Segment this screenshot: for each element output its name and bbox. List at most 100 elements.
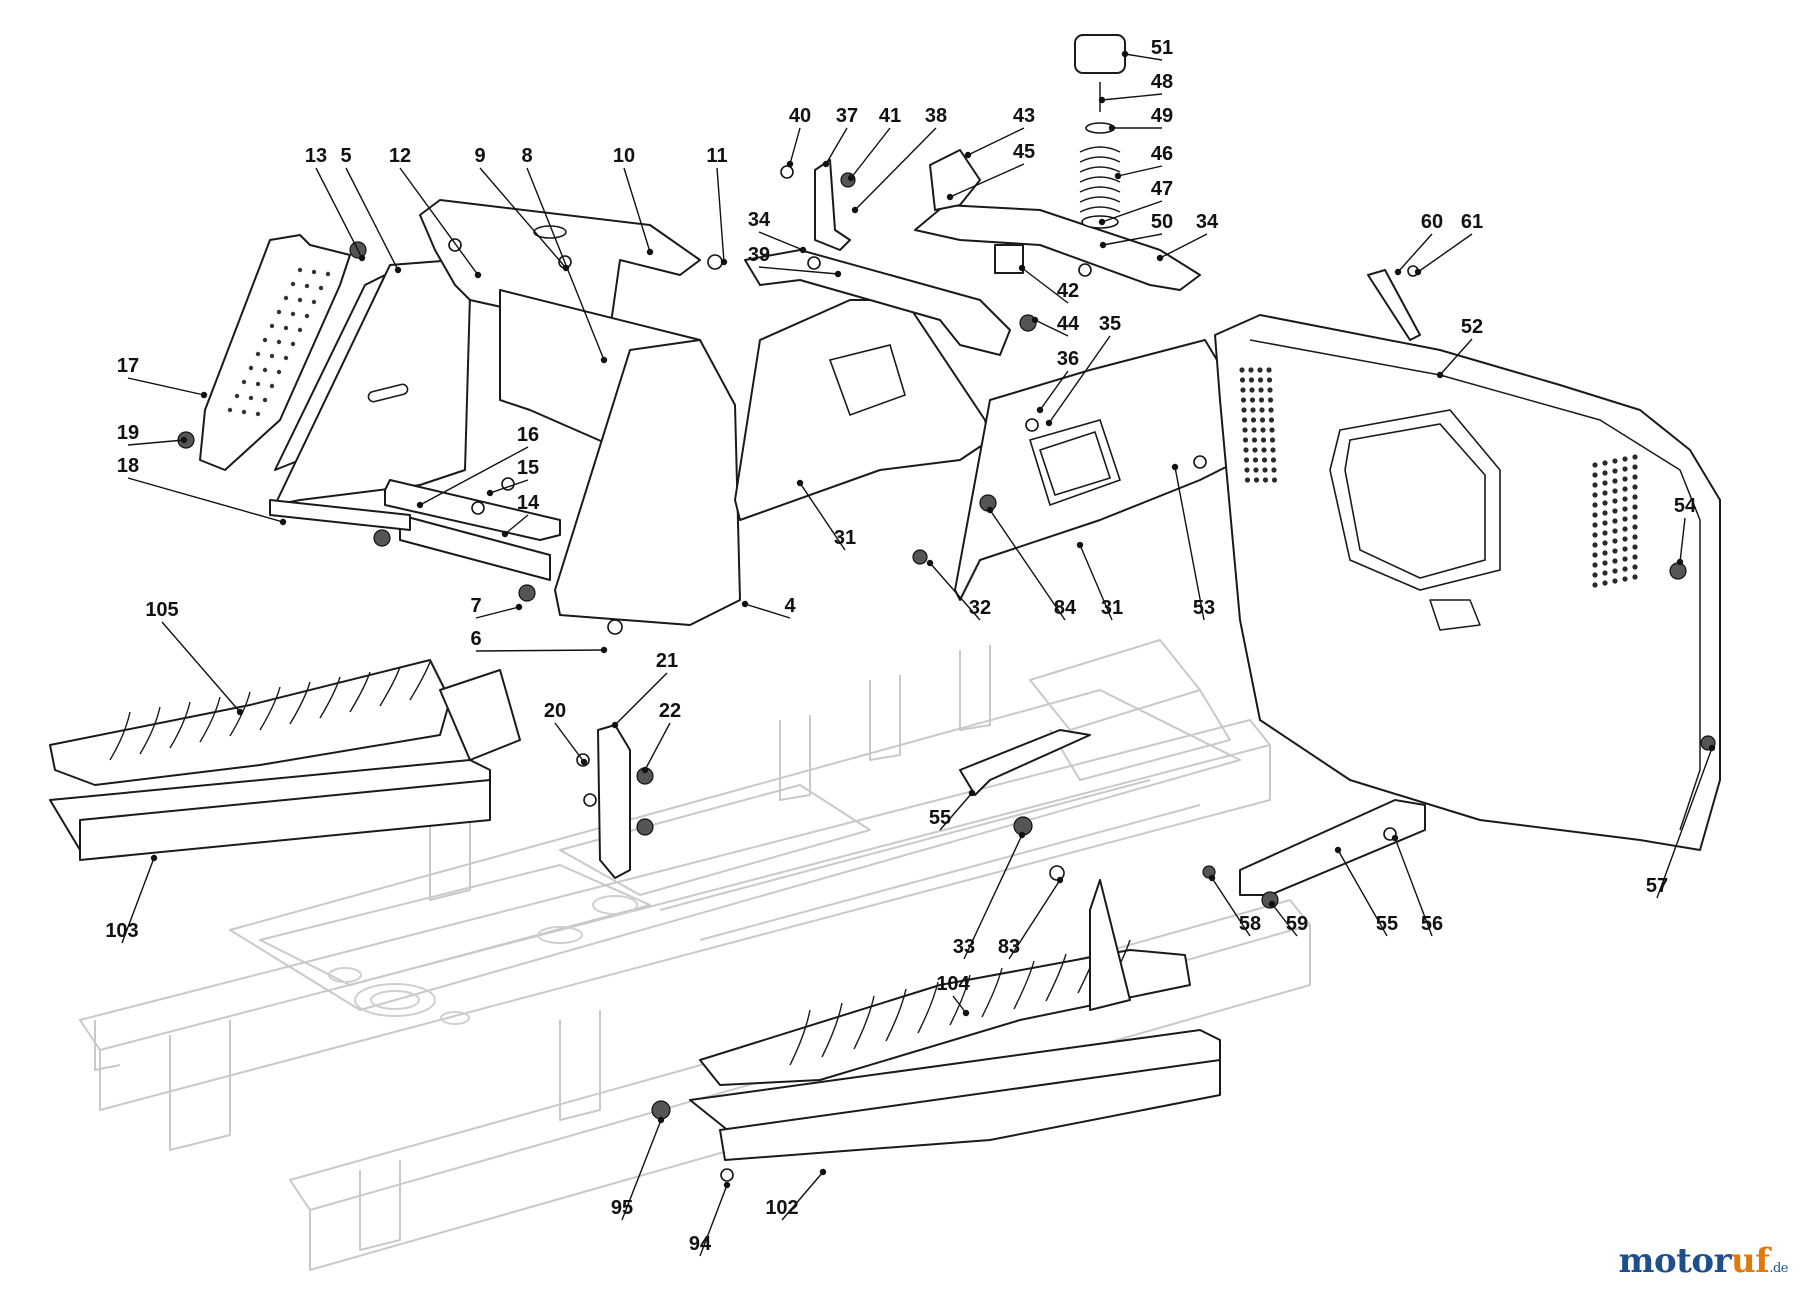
leader-dot-c34a <box>799 246 807 254</box>
part-callout-c14: 14 <box>517 492 540 514</box>
part-callout-c54: 54 <box>1674 495 1697 517</box>
leader-dot-c10 <box>646 248 654 256</box>
part-callout-c102: 102 <box>765 1197 798 1219</box>
seat-side-panel-17 <box>199 234 351 471</box>
leader-dot-c40 <box>786 160 794 168</box>
part-callout-c18: 18 <box>117 455 139 477</box>
leader-dot-c19 <box>180 436 188 444</box>
part-callout-c103: 103 <box>105 920 138 942</box>
leader-line-c34b <box>1159 233 1208 259</box>
leader-line-c31b <box>1079 544 1113 621</box>
bracket-21 <box>597 724 631 879</box>
leader-dot-c5 <box>394 266 402 274</box>
part-callout-c5: 5 <box>340 145 351 167</box>
leader-line-c84 <box>989 509 1066 621</box>
leader-dot-c51 <box>1121 50 1129 58</box>
part-callout-c8: 8 <box>521 145 532 167</box>
support-rail-34-left <box>744 249 1011 356</box>
mount-bracket-37 <box>814 159 851 251</box>
part-callout-c43: 43 <box>1013 105 1035 127</box>
leader-line-c39 <box>758 266 839 275</box>
leader-line-c41 <box>850 127 891 179</box>
footrest-mount-103 <box>49 669 521 861</box>
leader-line-c45 <box>949 163 1025 198</box>
leader-dot-c37 <box>822 160 830 168</box>
leader-line-c5 <box>345 167 399 271</box>
leader-dot-c44 <box>1031 316 1039 324</box>
bracket-60 <box>1367 269 1421 341</box>
leader-dot-c18 <box>279 518 287 526</box>
part-callout-c84: 84 <box>1054 597 1077 619</box>
part-callout-c6: 6 <box>470 628 481 650</box>
leader-line-c9 <box>479 167 567 269</box>
part-callout-c10: 10 <box>613 145 635 167</box>
leader-line-c95 <box>621 1119 662 1221</box>
leader-dot-c39 <box>834 270 842 278</box>
part-callout-c61: 61 <box>1461 211 1483 233</box>
part-callout-c40: 40 <box>789 105 811 127</box>
bracket-55-right <box>1239 799 1426 896</box>
leader-dot-c17 <box>200 391 208 399</box>
leader-dot-c14 <box>501 530 509 538</box>
part-callout-c50: 50 <box>1151 211 1173 233</box>
footrest-104 <box>699 879 1191 1086</box>
part-callout-c31b: 31 <box>1101 597 1123 619</box>
leader-line-c46 <box>1117 165 1163 177</box>
leader-line-c15 <box>489 479 529 494</box>
part-callout-c55b: 55 <box>1376 913 1398 935</box>
part-callout-c34a: 34 <box>748 209 771 231</box>
leader-dot-c54 <box>1676 558 1684 566</box>
leader-line-c34a <box>758 231 804 251</box>
part-callout-c38: 38 <box>925 105 947 127</box>
support-rail-34-right <box>914 204 1201 291</box>
leader-dot-c50 <box>1099 241 1107 249</box>
leader-dot-c38 <box>851 206 859 214</box>
leader-dot-c20 <box>580 758 588 766</box>
watermark-main: motor <box>1618 1241 1732 1281</box>
leader-line-c52 <box>1439 338 1473 376</box>
footrest-105 <box>49 659 451 786</box>
leader-dot-c46 <box>1114 172 1122 180</box>
leader-dot-c55b <box>1334 846 1342 854</box>
leader-line-c56 <box>1394 837 1433 937</box>
part-callout-c16: 16 <box>517 424 539 446</box>
leader-line-c105 <box>161 621 241 713</box>
part-callout-c31a: 31 <box>834 527 856 549</box>
leader-line-c40 <box>789 127 801 165</box>
leader-line-c36 <box>1039 370 1069 411</box>
leader-dot-c105 <box>236 708 244 716</box>
part-callout-c35: 35 <box>1099 313 1121 335</box>
part-callout-c44: 44 <box>1057 313 1080 335</box>
leader-dot-c34b <box>1156 254 1164 262</box>
rear-panel-31-right <box>954 339 1241 601</box>
leader-dot-c15 <box>486 489 494 497</box>
leader-line-c48 <box>1101 93 1163 101</box>
seat-panel-5 <box>274 259 471 506</box>
leader-dot-c22 <box>641 766 649 774</box>
leader-line-c53 <box>1174 466 1205 621</box>
part-callout-c95: 95 <box>611 1197 633 1219</box>
part-callout-c105: 105 <box>145 599 178 621</box>
rear-fender-52 <box>1214 314 1721 851</box>
footrest-mount-102 <box>689 1029 1221 1161</box>
leader-line-c12 <box>399 167 479 276</box>
leader-line-c47 <box>1101 200 1163 223</box>
leader-dot-c31b <box>1076 541 1084 549</box>
leader-line-c11 <box>716 167 725 263</box>
leader-line-c55a <box>939 792 973 831</box>
part-callout-c7: 7 <box>470 595 481 617</box>
part-callout-c47: 47 <box>1151 178 1173 200</box>
leader-line-c14 <box>504 514 529 535</box>
leader-dot-c35 <box>1045 419 1053 427</box>
leader-dot-c49 <box>1108 124 1116 132</box>
leader-line-c21 <box>614 672 668 726</box>
leader-dot-c84 <box>986 506 994 514</box>
leader-line-c7 <box>475 606 520 619</box>
leader-line-c44 <box>1034 319 1069 337</box>
leader-line-c4 <box>744 603 791 619</box>
part-callout-c41: 41 <box>879 105 901 127</box>
leader-dot-c47 <box>1098 218 1106 226</box>
leader-dot-c6 <box>600 646 608 654</box>
leader-dot-c83 <box>1056 876 1064 884</box>
